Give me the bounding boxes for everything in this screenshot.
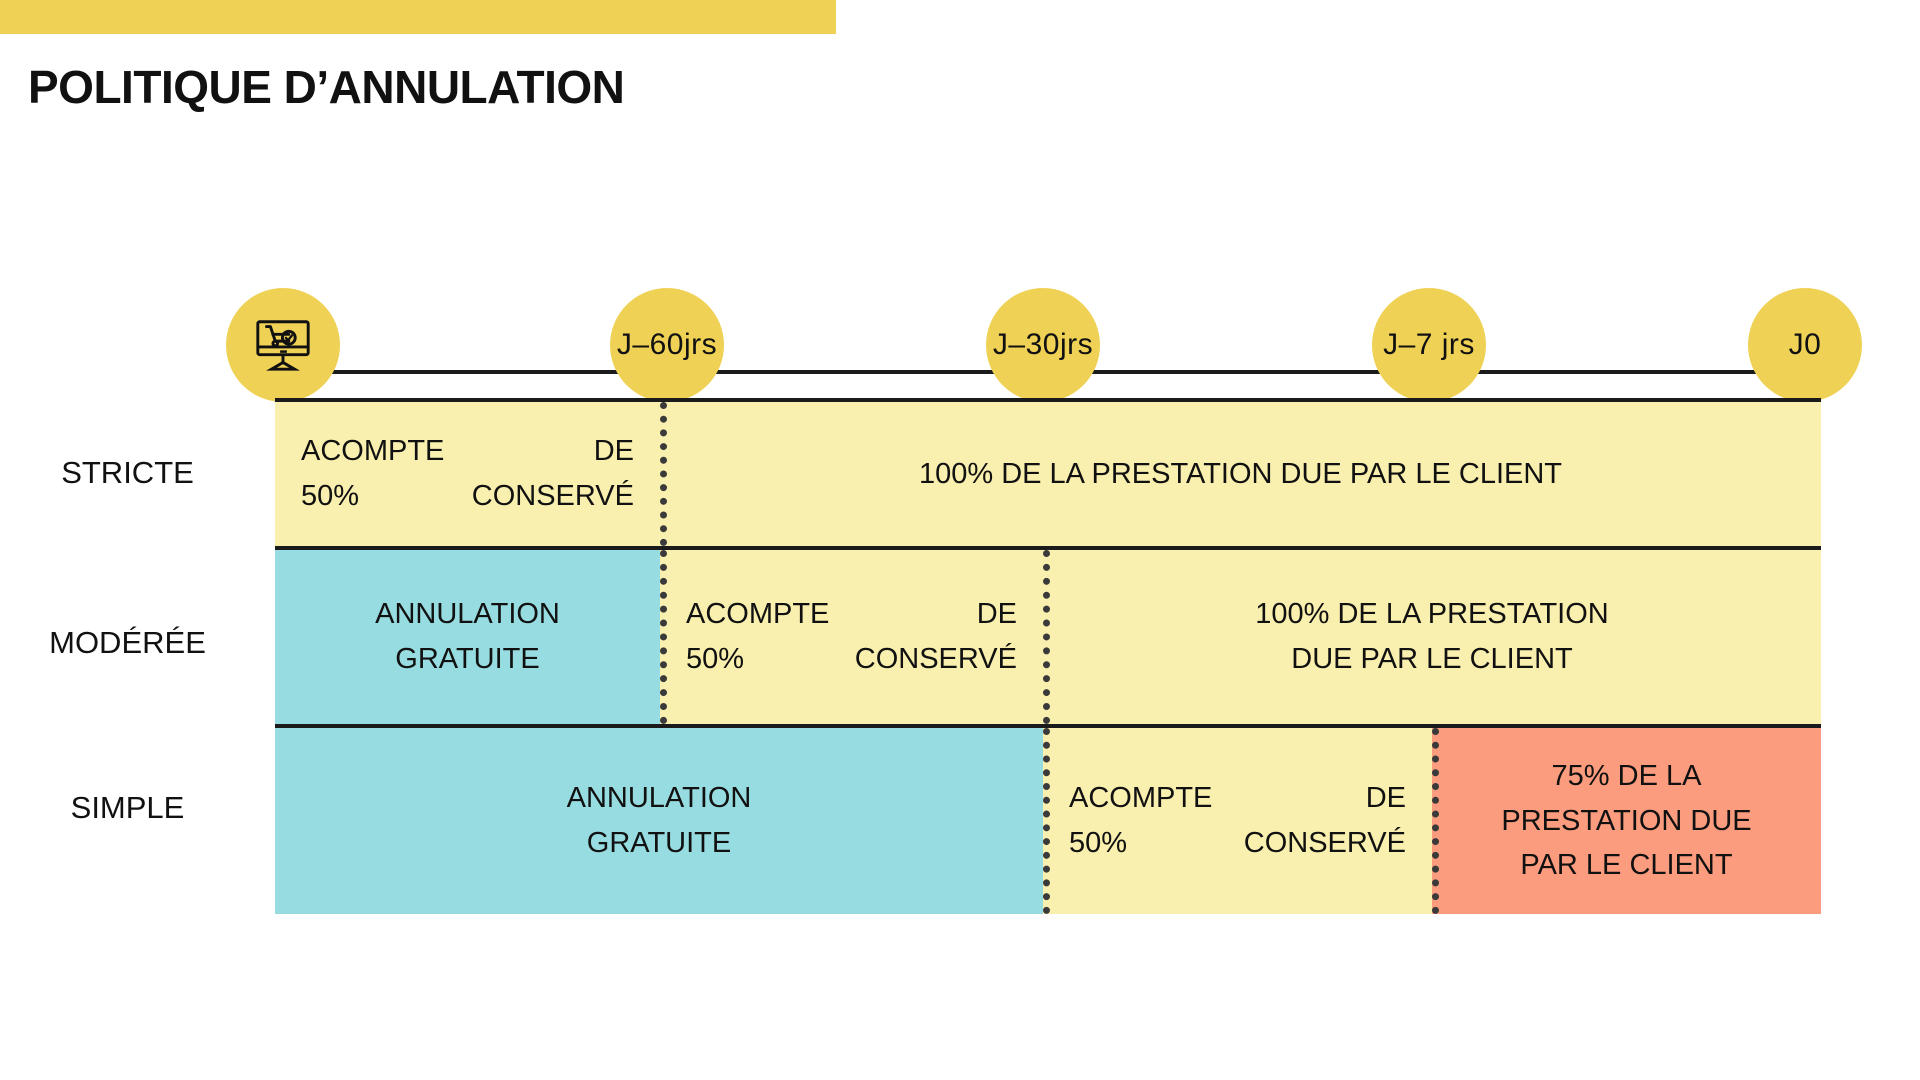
timeline-node-label: J–60jrs bbox=[616, 328, 718, 361]
cell-line: ACOMPTE DE bbox=[1069, 782, 1406, 815]
cell-line: 50% CONSERVÉ bbox=[301, 480, 634, 512]
cell-line: ANNULATION bbox=[375, 598, 560, 631]
cell-line: 75% DE LA bbox=[1551, 759, 1702, 792]
row-label-simple: SIMPLE bbox=[70, 790, 185, 825]
row-label-moderee: MODÉRÉE bbox=[49, 625, 206, 660]
cell-line: DUE PAR LE CLIENT bbox=[1291, 643, 1573, 675]
divider-j60-row1 bbox=[660, 402, 667, 546]
timeline-node-j7[interactable]: J–7 jrs bbox=[1372, 288, 1486, 402]
cell-simple-j30-j7: ACOMPTE DE 50% CONSERVÉ bbox=[1043, 728, 1432, 914]
divider-j30-row3 bbox=[1043, 728, 1050, 914]
cell-moderee-before-j60: ANNULATION GRATUITE bbox=[275, 550, 660, 724]
policy-row-stricte: ACOMPTE DE 50% CONSERVÉ 100% DE LA PREST… bbox=[275, 398, 1821, 546]
cell-line: ACOMPTE DE bbox=[301, 435, 634, 468]
cancellation-policy-grid: ACOMPTE DE 50% CONSERVÉ 100% DE LA PREST… bbox=[275, 398, 1821, 914]
row-label-stricte: STRICTE bbox=[61, 455, 194, 490]
timeline-node-label: J0 bbox=[1788, 328, 1822, 361]
cell-moderee-after-j30: 100% DE LA PRESTATION DUE PAR LE CLIENT bbox=[1043, 550, 1821, 724]
cell-line: GRATUITE bbox=[395, 643, 540, 675]
divider-j60-row2 bbox=[660, 550, 667, 724]
cell-moderee-j60-j30: ACOMPTE DE 50% CONSERVÉ bbox=[660, 550, 1043, 724]
cell-line: GRATUITE bbox=[586, 827, 732, 859]
cell-simple-before-j30: ANNULATION GRATUITE bbox=[275, 728, 1043, 914]
timeline-node-booking[interactable] bbox=[226, 288, 340, 402]
cell-line: 50% CONSERVÉ bbox=[1069, 827, 1406, 859]
cell-stricte-before-j60: ACOMPTE DE 50% CONSERVÉ bbox=[275, 402, 660, 546]
cell-line: ANNULATION bbox=[566, 782, 752, 815]
cell-line: 50% CONSERVÉ bbox=[686, 643, 1017, 675]
divider-j30-row2 bbox=[1043, 550, 1050, 724]
header-accent-bar bbox=[0, 0, 836, 34]
cell-line: PRESTATION DUE bbox=[1501, 804, 1752, 837]
timeline-node-j0[interactable]: J0 bbox=[1748, 288, 1862, 402]
cell-line: 100% DE LA PRESTATION DUE PAR LE CLIENT bbox=[918, 457, 1563, 490]
page-title: POLITIQUE D’ANNULATION bbox=[28, 61, 625, 113]
desktop-cart-check-icon bbox=[252, 314, 314, 376]
cell-line: ACOMPTE DE bbox=[686, 598, 1017, 631]
divider-j7-row3 bbox=[1432, 728, 1439, 914]
timeline-node-j30[interactable]: J–30jrs bbox=[986, 288, 1100, 402]
policy-row-simple: ANNULATION GRATUITE ACOMPTE DE 50% CONSE… bbox=[275, 724, 1821, 914]
policy-row-moderee: ANNULATION GRATUITE ACOMPTE DE 50% CONSE… bbox=[275, 546, 1821, 724]
cell-line: 100% DE LA PRESTATION bbox=[1255, 598, 1609, 631]
cell-stricte-after-j60: 100% DE LA PRESTATION DUE PAR LE CLIENT bbox=[660, 402, 1821, 546]
timeline-node-label: J–7 jrs bbox=[1383, 328, 1475, 361]
timeline-node-label: J–30jrs bbox=[992, 328, 1094, 361]
cell-simple-after-j7: 75% DE LA PRESTATION DUE PAR LE CLIENT bbox=[1432, 728, 1821, 914]
timeline-node-j60[interactable]: J–60jrs bbox=[610, 288, 724, 402]
cell-line: PAR LE CLIENT bbox=[1520, 849, 1733, 882]
